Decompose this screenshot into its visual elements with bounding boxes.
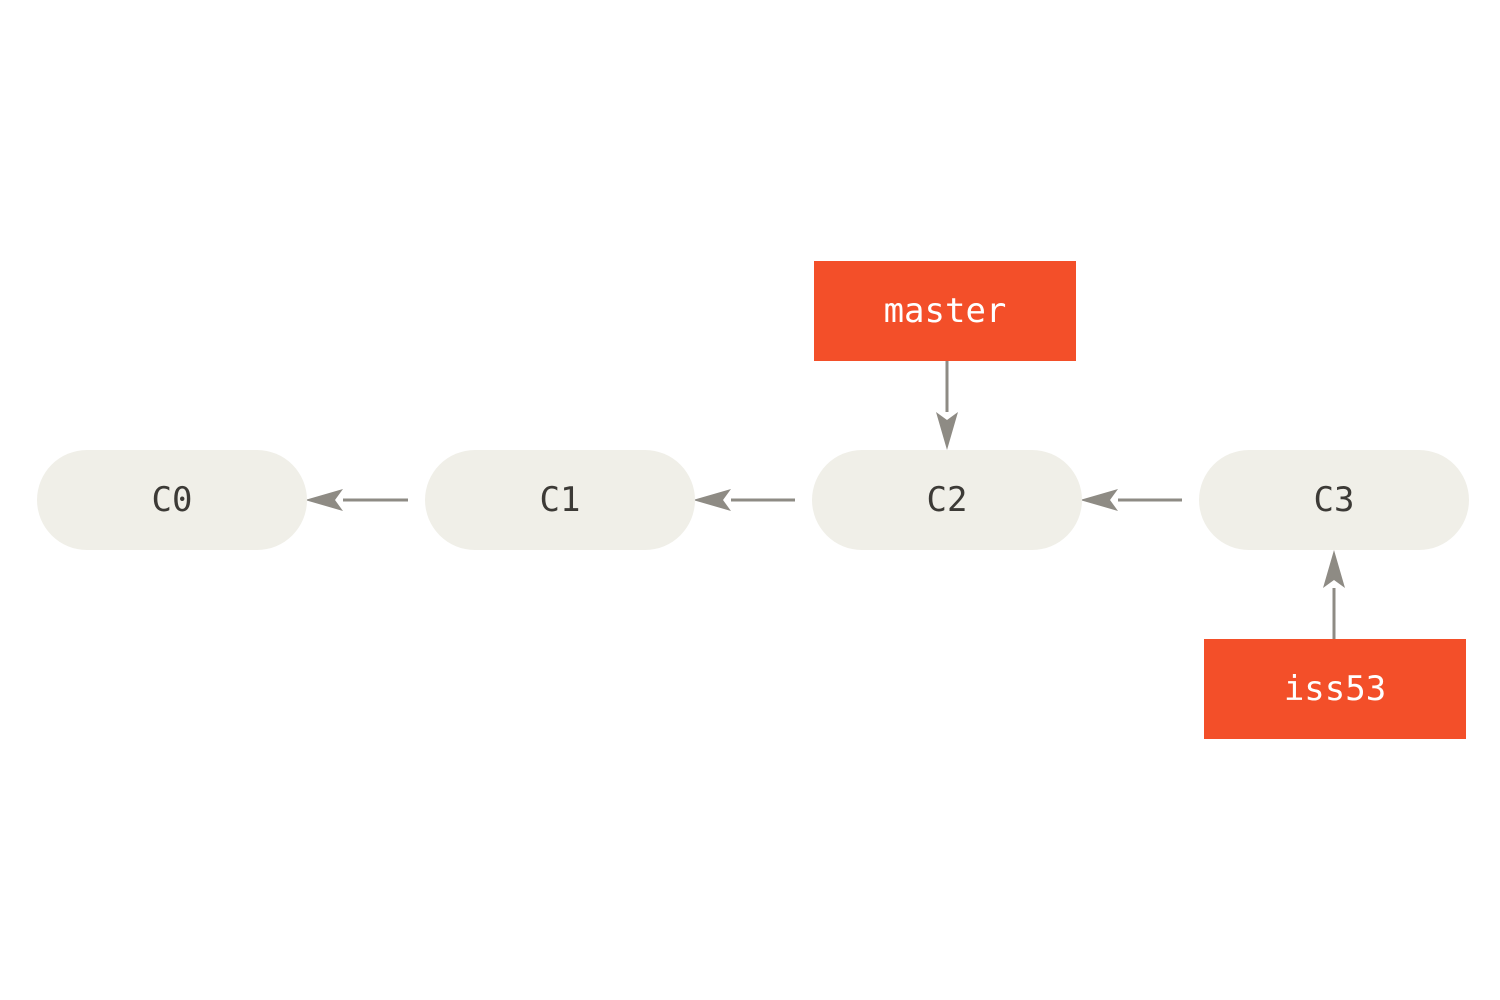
arrow-c1-to-c0 <box>305 489 408 511</box>
commit-label: C2 <box>926 480 968 520</box>
branch-master: master <box>814 261 1076 361</box>
commit-label: C1 <box>539 480 581 520</box>
arrow-iss53-to-c3 <box>1323 550 1345 639</box>
commit-label: C3 <box>1313 480 1355 520</box>
arrow-c3-to-c2 <box>1080 489 1182 511</box>
branch-label: iss53 <box>1283 669 1387 709</box>
commit-c3: C3 <box>1199 450 1469 550</box>
commit-c0: C0 <box>37 450 307 550</box>
branch-label: master <box>883 291 1007 331</box>
commit-c1: C1 <box>425 450 695 550</box>
arrow-master-to-c2 <box>936 361 958 450</box>
commit-c2: C2 <box>812 450 1082 550</box>
commit-label: C0 <box>151 480 193 520</box>
branch-iss53: iss53 <box>1204 639 1466 739</box>
arrow-c2-to-c1 <box>693 489 795 511</box>
